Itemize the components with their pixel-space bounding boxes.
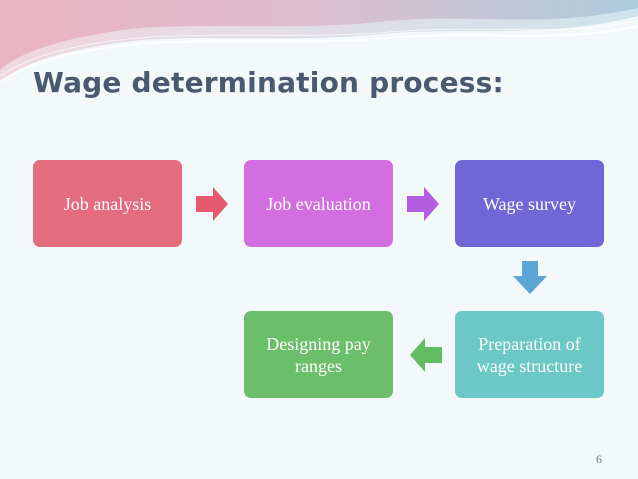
node-job-analysis: Job analysis [33, 160, 182, 247]
node-label: Preparation of wage structure [476, 333, 583, 376]
node-wage-survey: Wage survey [455, 160, 604, 247]
node-designing-pay-ranges: Designing pay ranges [244, 311, 393, 398]
slide-title: Wage determination process: [33, 66, 504, 99]
header-wave-decoration [0, 0, 638, 83]
node-label: Job analysis [63, 193, 152, 214]
arrow-left-icon [410, 338, 442, 372]
node-label: Job evaluation [266, 193, 371, 214]
node-label: Wage survey [482, 193, 576, 214]
arrow-right-icon [196, 187, 228, 221]
arrow-down-icon [513, 261, 547, 294]
page-number: 6 [596, 452, 602, 466]
arrow-right-icon [407, 187, 439, 221]
node-preparation-of-wage-structure: Preparation of wage structure [455, 311, 604, 398]
node-label: Designing pay ranges [266, 333, 371, 376]
node-job-evaluation: Job evaluation [244, 160, 393, 247]
